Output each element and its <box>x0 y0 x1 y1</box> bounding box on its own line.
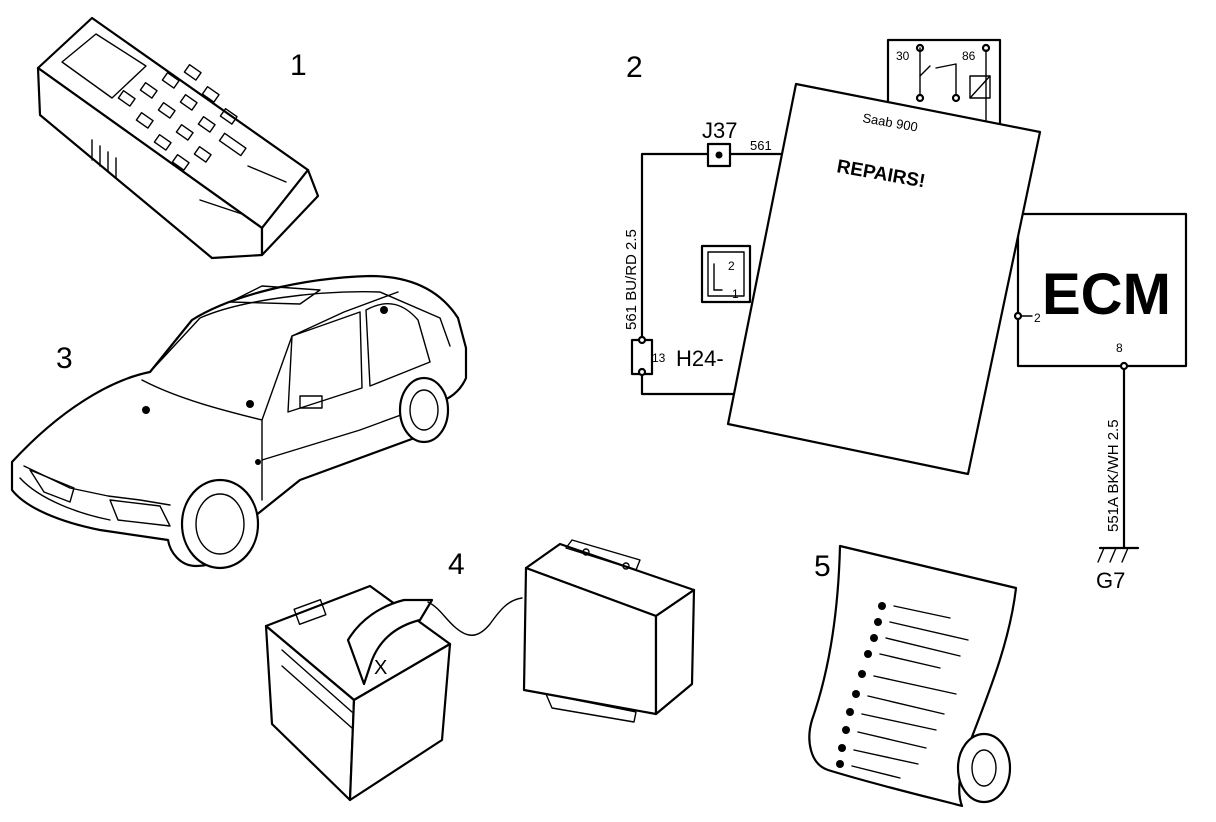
battery-x-mark: X <box>374 657 387 679</box>
relay-pin-1: 1 <box>732 287 739 301</box>
ecm-pin-2: 2 <box>1034 311 1041 325</box>
j37-label: J37 <box>702 118 737 143</box>
ground-label: G7 <box>1096 568 1125 593</box>
wire-right-label: 551A BK/WH 2.5 <box>1105 419 1122 532</box>
wiring-schematic <box>630 38 1188 563</box>
checklist-scroll-icon <box>808 544 1018 808</box>
h24-label: H24- <box>676 346 724 371</box>
control-module-icon <box>522 539 696 723</box>
label-2: 2 <box>626 51 643 84</box>
ecm-label: ECM <box>1042 262 1171 327</box>
battery-icon: X <box>264 584 523 802</box>
ecm-pin-8: 8 <box>1116 341 1123 355</box>
relay-pin-30: 30 <box>896 49 910 63</box>
label-5: 5 <box>814 550 831 583</box>
car-icon <box>10 274 468 570</box>
pin-13-label: 13 <box>652 351 666 365</box>
relay-pin-86: 86 <box>962 49 976 63</box>
ecm-box <box>1016 212 1188 368</box>
diagnostic-tester-icon <box>36 16 320 260</box>
label-1: 1 <box>290 49 307 82</box>
wire-561-label: 561 <box>750 138 772 153</box>
relay-pin-2: 2 <box>728 259 735 273</box>
wire-left-label: 561 BU/RD 2.5 <box>623 229 640 330</box>
repair-manual-sheet <box>726 82 1042 476</box>
small-relay <box>700 244 752 304</box>
label-3: 3 <box>56 342 73 375</box>
ground-symbol <box>1097 546 1140 563</box>
label-4: 4 <box>448 548 465 581</box>
